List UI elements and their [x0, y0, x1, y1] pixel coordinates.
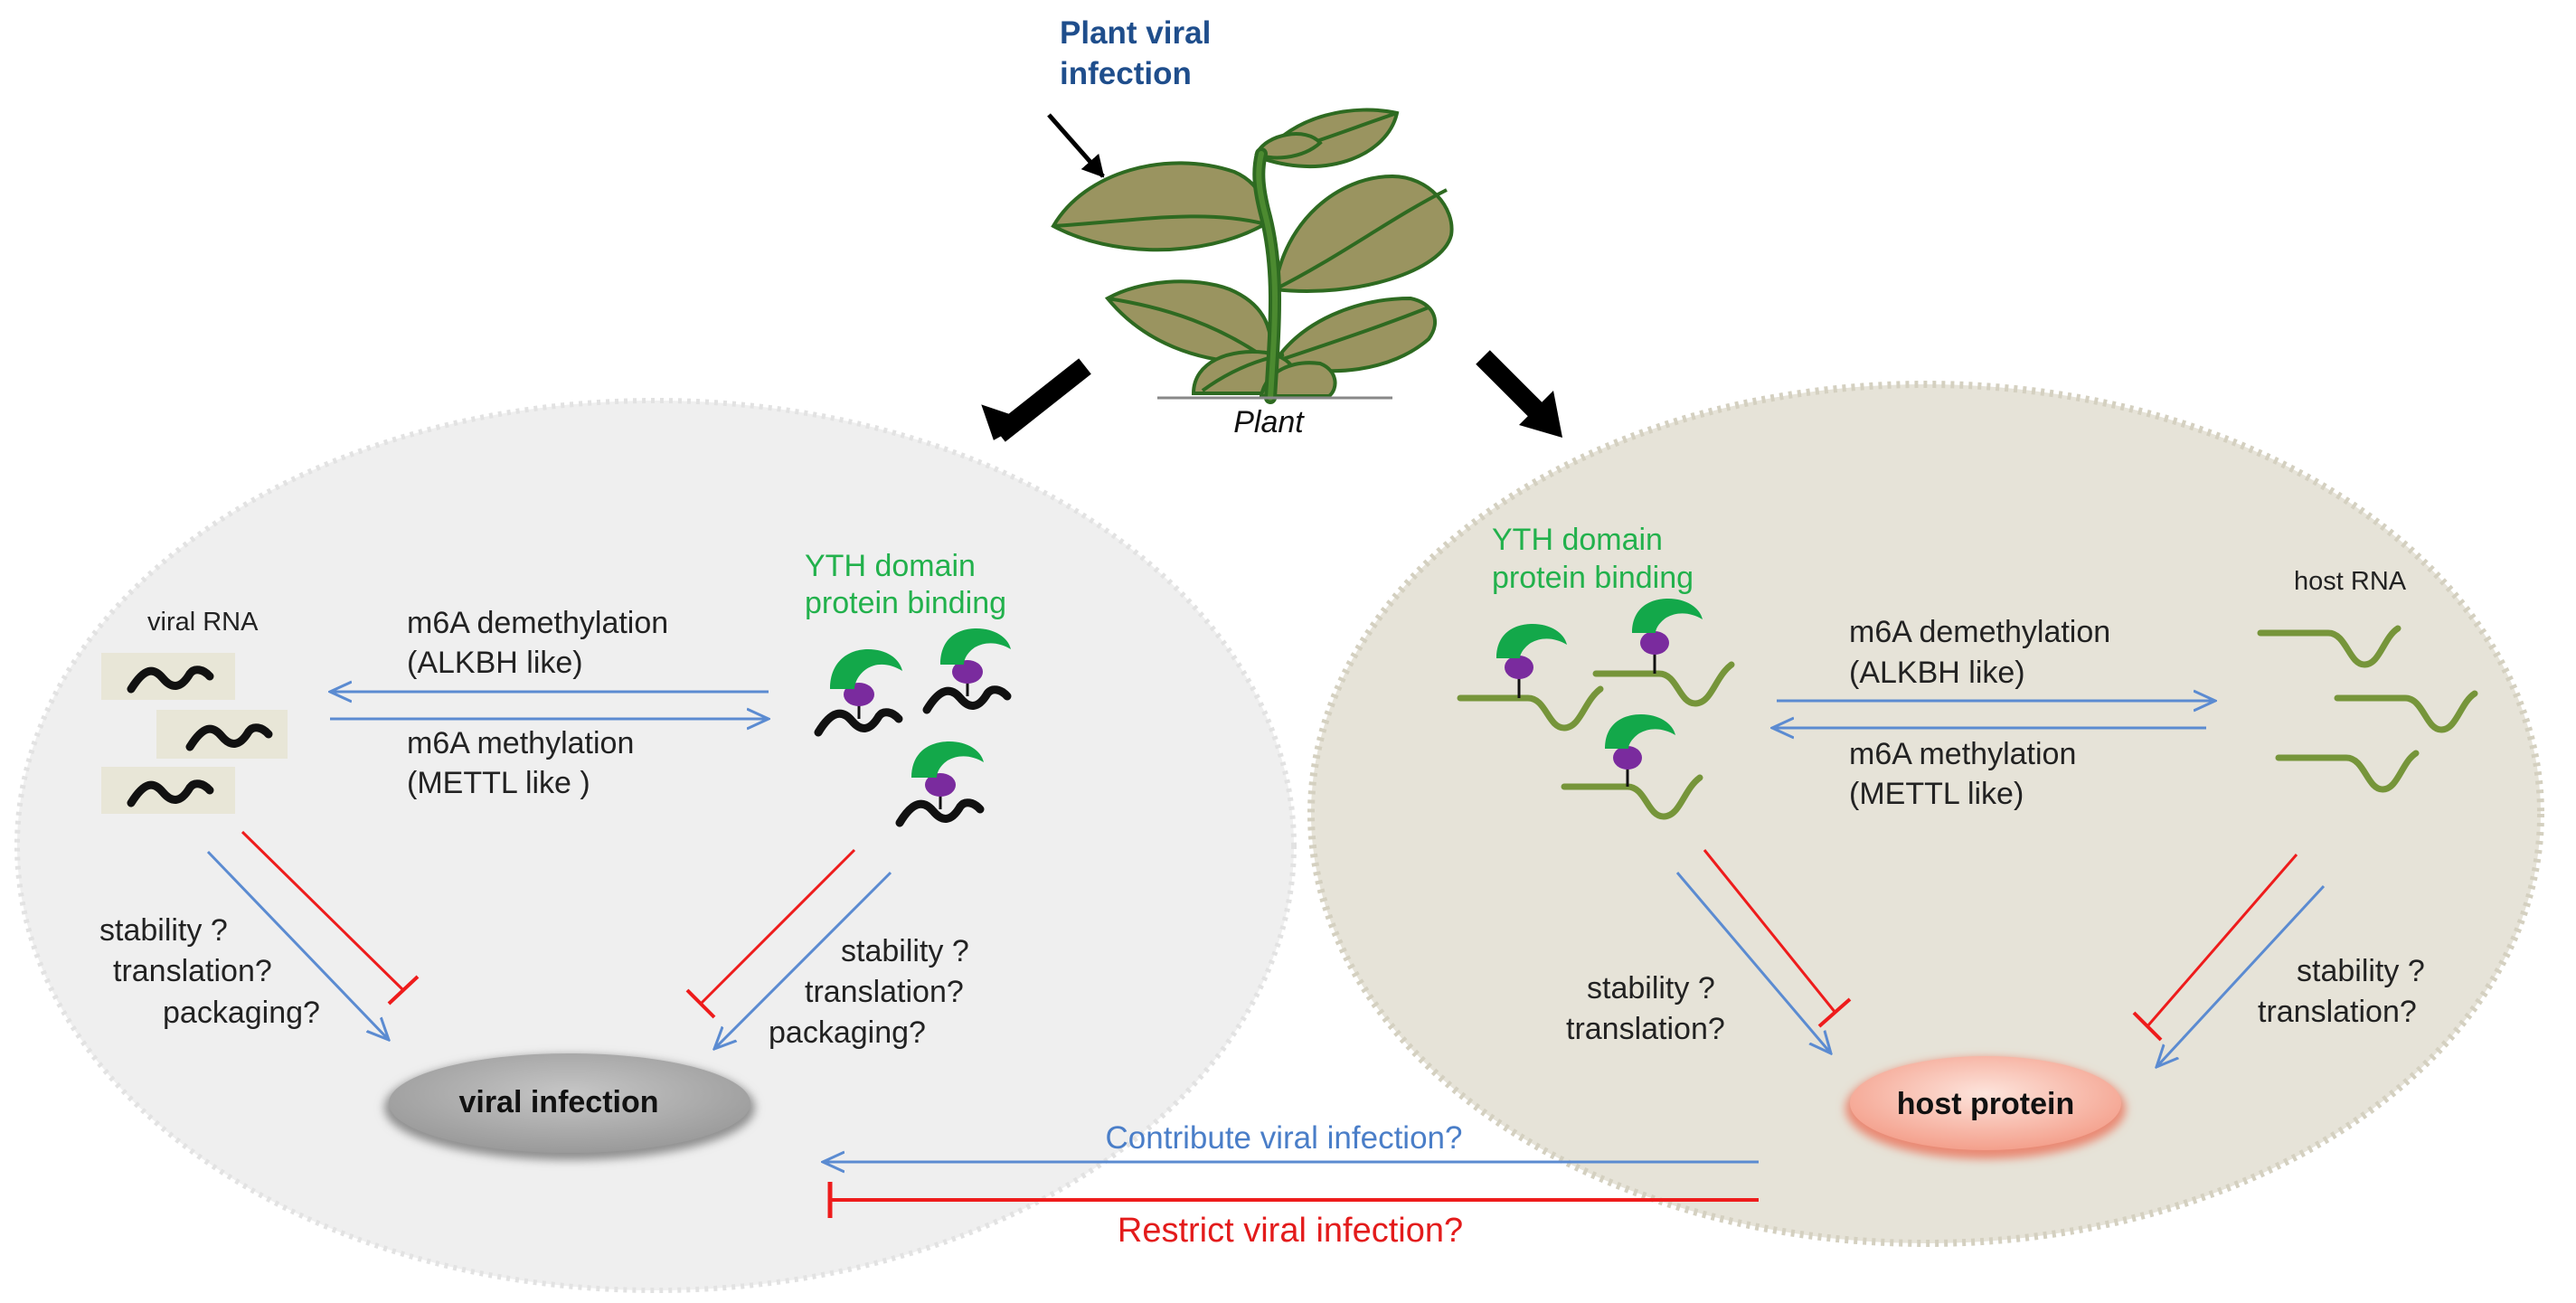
- viral-infection-node: [389, 1053, 750, 1153]
- left-demethylation-line2: (ALKBH like): [407, 646, 583, 680]
- yth-protein-cap: [830, 649, 902, 689]
- right-of-left-effect-1: stability ?: [841, 934, 969, 968]
- right-yth-red-inhibit-bar: [1817, 997, 1852, 1028]
- left-yth-red-inhibit-line: [699, 848, 856, 1006]
- m6a-purple-dot: [1640, 631, 1669, 655]
- left-yth-line1: YTH domain: [805, 549, 976, 583]
- left-methylation-line2: (METTL like ): [407, 766, 590, 800]
- right-of-left-effect-3: packaging?: [769, 1015, 926, 1050]
- yth-protein-cap: [1605, 714, 1675, 749]
- right-demethylation-line2: (ALKBH like): [1849, 656, 2025, 690]
- plant-illustration: [1051, 108, 1454, 404]
- viral-rna-strand: [185, 723, 273, 751]
- yth-protein-cap: [1496, 624, 1567, 658]
- host-rna-strand: [2334, 690, 2478, 733]
- left-effect-2: translation?: [113, 954, 272, 988]
- restrict-label: Restrict viral infection?: [1118, 1212, 1463, 1250]
- right-methylation-line1: m6A methylation: [1849, 737, 2076, 771]
- right-of-left-effect-2: translation?: [805, 975, 964, 1009]
- host-rna-strand: [2275, 750, 2420, 793]
- viral-rna-strand: [127, 779, 214, 807]
- left-effect-1: stability ?: [99, 913, 228, 948]
- right-methylation-line2: (METTL like): [1849, 777, 2024, 811]
- left-demethylation-line1: m6A demethylation: [407, 606, 668, 640]
- right-effect-1: stability ?: [1587, 971, 1715, 1006]
- infection-pointer-arrow: [1047, 113, 1105, 178]
- right-yth-red-inhibit-line: [1703, 849, 1837, 1014]
- right-panel-ellipse: [1307, 381, 2544, 1247]
- host-protein-label: host protein: [1897, 1087, 2074, 1121]
- plant-label: Plant: [1233, 405, 1305, 439]
- left-yth-blue-arrow: [714, 871, 892, 1049]
- yth-protein-cap: [1632, 599, 1703, 633]
- left-rna-blue-arrow: [206, 850, 389, 1040]
- m6a-purple-dot: [952, 660, 983, 684]
- m6a-purple-dot: [1613, 746, 1642, 770]
- viral-rna-strand: [127, 666, 214, 694]
- right-effect-2: translation?: [1566, 1012, 1725, 1046]
- title-line2: infection: [1060, 56, 1192, 91]
- left-rna-red-inhibit-line: [241, 830, 405, 992]
- host-rna-red-inhibit-line: [2146, 854, 2298, 1027]
- host-effect-2: translation?: [2258, 995, 2417, 1029]
- left-panel-ellipse: [14, 398, 1297, 1293]
- right-yth-line2: protein binding: [1492, 561, 1694, 595]
- yth-protein-cap: [911, 741, 984, 778]
- yth-protein-cap: [940, 628, 1011, 665]
- viral-rna-group: [101, 653, 288, 814]
- host-rna-blue-arrow: [2156, 884, 2326, 1067]
- host-rna-group: [2257, 625, 2478, 793]
- leaf-curl: [1254, 132, 1323, 160]
- yth-bound-host-rna: [1457, 599, 1735, 820]
- m6a-purple-dot: [1505, 656, 1533, 679]
- host-effect-1: stability ?: [2297, 954, 2425, 988]
- right-demethylation-line1: m6A demethylation: [1849, 615, 2110, 649]
- left-methylation-line1: m6A methylation: [407, 726, 634, 760]
- host-rna-strand: [2257, 625, 2401, 668]
- viral-rna-label: viral RNA: [147, 608, 259, 637]
- host-rna-label: host RNA: [2294, 567, 2407, 596]
- left-yth-line2: protein binding: [805, 586, 1006, 620]
- left-effect-3: packaging?: [163, 996, 320, 1030]
- right-yth-line1: YTH domain: [1492, 523, 1663, 557]
- leaf-right-big: [1272, 174, 1454, 293]
- left-yth-red-inhibit-bar: [685, 988, 716, 1019]
- leaf-left-big: [1051, 161, 1268, 252]
- host-rna-red-inhibit-bar: [2132, 1011, 2163, 1042]
- m6a-purple-dot: [925, 773, 956, 797]
- viral-infection-label: viral infection: [458, 1085, 658, 1119]
- contribute-label: Contribute viral infection?: [1106, 1120, 1463, 1156]
- right-yth-blue-arrow: [1675, 872, 1831, 1053]
- left-rna-red-inhibit-bar: [387, 975, 420, 1006]
- host-protein-node: [1850, 1056, 2121, 1150]
- yth-bound-viral-rna: [814, 628, 1012, 827]
- title-line1: Plant viral: [1060, 15, 1211, 51]
